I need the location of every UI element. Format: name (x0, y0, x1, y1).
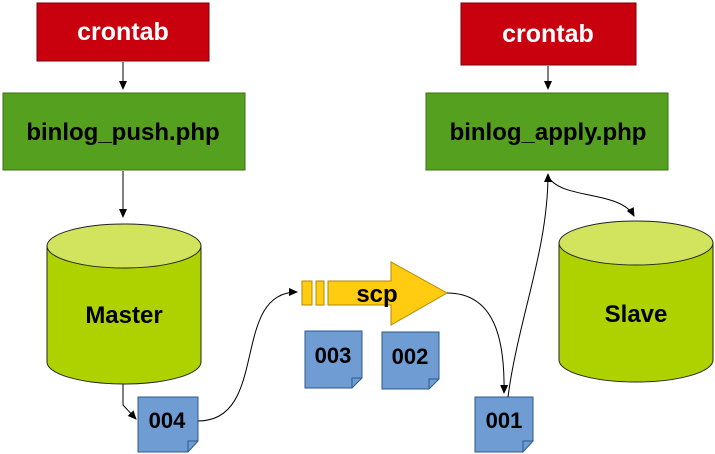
file-003-label: 003 (315, 343, 352, 368)
file-002-label: 002 (392, 344, 429, 369)
left-crontab-box: crontab (36, 2, 210, 62)
arrow-004-to-scp (197, 288, 298, 422)
arrow-apply-to-slave (547, 175, 635, 217)
master-database: Master (46, 223, 202, 385)
file-004-label: 004 (149, 408, 186, 433)
binlog-file-003: 003 (304, 330, 363, 389)
apply-script-label: binlog_apply.php (450, 119, 647, 146)
master-label: Master (85, 302, 162, 329)
scp-label: scp (356, 281, 397, 308)
binlog-file-004: 004 (137, 396, 199, 453)
arrow-scp-to-001 (446, 292, 509, 394)
binlog-file-001: 001 (474, 396, 534, 453)
push-script-label: binlog_push.php (26, 119, 219, 146)
file-001-label: 001 (486, 408, 523, 433)
slave-label: Slave (605, 301, 668, 328)
apply-script-box: binlog_apply.php (425, 92, 669, 171)
binlog-file-002: 002 (381, 331, 440, 390)
slave-database: Slave (558, 220, 714, 383)
right-crontab-box: crontab (460, 2, 637, 66)
right-crontab-label: crontab (502, 20, 594, 48)
left-crontab-label: crontab (77, 18, 169, 46)
push-script-box: binlog_push.php (2, 92, 246, 171)
arrow-001-to-apply (507, 173, 552, 398)
arrow-master-to-004 (122, 384, 137, 420)
scp-transfer-arrow: scp (301, 261, 449, 326)
